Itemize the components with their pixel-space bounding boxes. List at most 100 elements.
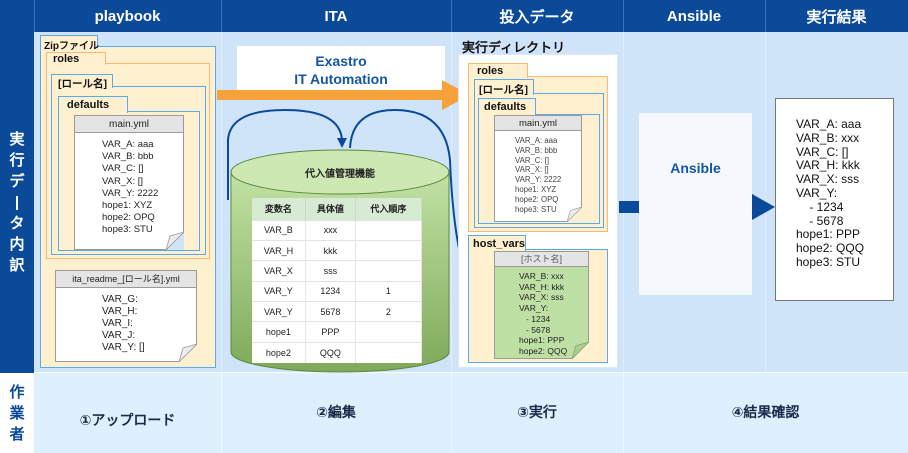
exec-dir-title: 実行ディレクトリ [462,40,566,55]
header-corner [0,0,34,32]
side-label-char: 業 [9,404,25,422]
file-line: hope1: XYZ [515,184,557,194]
file-line: VAR_X: [] [102,175,144,187]
file-line: hope3: STU [515,204,557,214]
ansible-label: Ansible [670,160,721,176]
file-line: VAR_J: [102,330,136,341]
header-result: 実行結果 [765,0,908,32]
defaults-folder-label: defaults [58,96,128,113]
table-cell: VAR_X [252,260,306,282]
file-line: - 1234 [519,313,551,324]
page-fold-icon [567,207,582,222]
ita-product-name: Exastro IT Automation [237,52,445,88]
operator-panel [34,373,908,453]
host-vars-folder-label: host_vars [468,235,526,251]
file-line: VAR_Y: 2222 [102,187,159,199]
table-cell: hope1 [252,321,306,343]
playbook-readme-yml: ita_readme_[ロール名].yml VAR_G:VAR_H:VAR_I:… [55,270,197,362]
table-cell: 2 [355,301,423,322]
table-cell [355,321,423,343]
side-label-char: タ [9,215,25,232]
file-line: hope3: STU [796,254,861,269]
file-line: VAR_X: sss [796,172,860,187]
side-label-char: 実 [9,131,25,148]
table-cell [355,260,423,282]
file-line: VAR_B: bbb [102,151,154,163]
file-line: VAR_X: sss [519,292,564,303]
page-fold-icon [166,232,184,250]
table-cell: VAR_H [252,239,306,261]
table-cell: xxx [305,219,356,241]
page-fold-icon [572,342,589,359]
side-label-text: 作業者 [9,382,24,445]
file-line: VAR_A: aaa [102,139,154,150]
file-line: VAR_B: xxx [796,130,860,145]
file-line: VAR_A: aaa [515,136,558,145]
side-label-operator: 作業者 [0,373,34,453]
role-name-folder-label: [ロール名] [51,74,113,90]
header-ita: ITA [221,0,451,32]
table-cell: VAR_Y [252,301,306,322]
column-header-value: 具体値 [305,198,356,220]
file-line: hope1: XYZ [102,200,153,212]
file-line: hope2: OPQ [515,194,559,204]
file-line: VAR_Y: [] [102,342,145,353]
file-title: main.yml [75,116,183,133]
table-cell: hope2 [252,341,306,363]
product-name-line1: Exastro [315,53,367,69]
file-line: VAR_Y: [519,303,549,314]
side-label-char: 作 [9,383,25,401]
file-title: [ホスト名] [495,252,588,267]
roles-folder-label: roles [46,52,106,65]
file-line: VAR_B: bbb [515,145,558,155]
file-line: VAR_H: kkk [519,281,565,292]
file-line: VAR_G: [102,294,138,305]
product-name-line2: IT Automation [294,71,388,87]
file-line: hope2: QQQ [796,241,865,256]
file-line: - 5678 [796,213,844,228]
page-fold-icon [179,344,197,362]
ansible-box [639,113,752,295]
file-line: VAR_C: [] [796,144,849,159]
header-ansible: Ansible [623,0,765,32]
file-line: VAR_B: xxx [519,271,564,281]
zip-folder-label: Zipファイル [40,35,99,52]
side-label-execution-data: 実行デ|タ内訳 [0,32,34,373]
file-line: hope3: STU [102,224,153,236]
side-label-char: | [14,194,20,211]
step-execute: ③実行 [517,404,557,420]
ita-product-box [237,46,445,96]
side-label-text: 実行デ|タ内訳 [9,129,24,276]
table-cell: 5678 [305,301,356,322]
side-label-char: デ [9,173,25,190]
header-input-data: 投入データ [451,0,623,32]
file-line: hope2: OPQ [102,212,155,224]
column-header-variable: 変数名 [252,198,306,220]
table-cell: VAR_B [252,219,306,241]
table-cell [355,219,423,241]
file-line: VAR_Y: [796,185,838,200]
table-cell [355,239,423,261]
roles-folder-label: roles [468,63,528,78]
file-line: VAR_H: [102,306,138,317]
column-header-order: 代入順序 [355,198,423,220]
defaults-folder-label: defaults [478,98,536,115]
file-line: hope1: PPP [519,335,565,346]
side-label-char: 者 [9,425,25,443]
table-cell: VAR_Y [252,280,306,302]
side-label-char: 行 [9,152,25,169]
table-cell: sss [305,260,356,282]
file-title: main.yml [495,116,581,131]
file-line: - 5678 [519,324,551,335]
